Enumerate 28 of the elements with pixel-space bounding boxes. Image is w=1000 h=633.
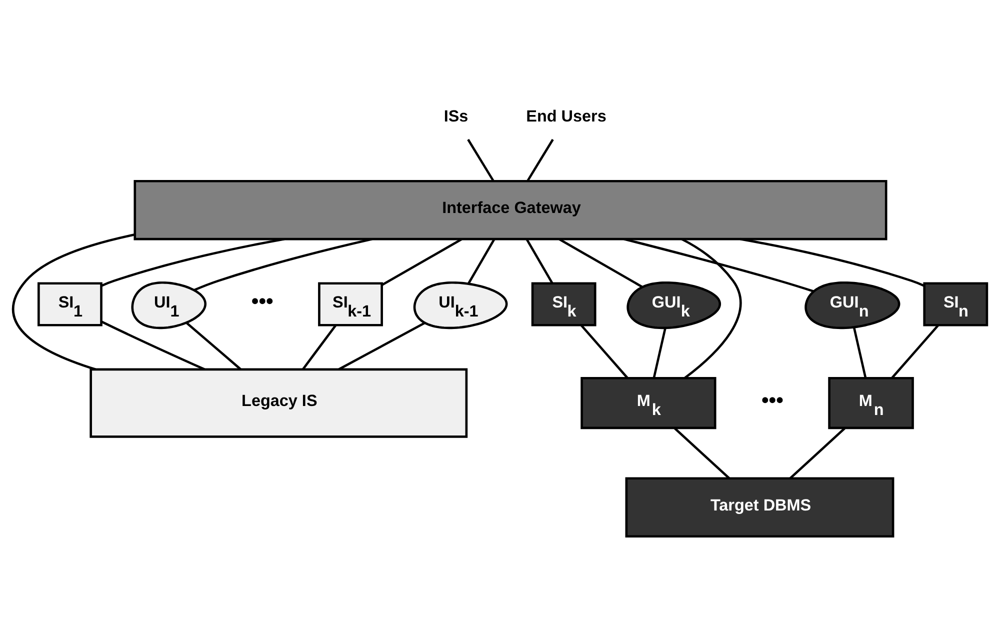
label: •••: [761, 388, 784, 412]
connector: [891, 324, 939, 378]
node-box: Target DBMS: [625, 476, 894, 538]
node-text: End Users: [526, 107, 606, 126]
connector: [467, 238, 496, 284]
label: •••: [251, 290, 274, 313]
node-box: Legacy IS: [90, 368, 468, 438]
connector: [526, 138, 554, 182]
connector: [580, 324, 628, 378]
connector: [789, 427, 846, 479]
connector: [624, 237, 814, 292]
connector: [526, 238, 554, 284]
connector: [302, 324, 337, 370]
connector: [381, 238, 462, 286]
connector: [681, 238, 742, 378]
connector: [652, 327, 666, 378]
connector: [338, 321, 426, 370]
connector: [674, 427, 730, 479]
connector: [194, 238, 372, 290]
connector: [558, 238, 643, 288]
connector: [12, 233, 135, 370]
node-text: ISs: [444, 107, 468, 126]
connector: [467, 138, 494, 182]
connector: [101, 320, 206, 370]
node-box: Interface Gateway: [134, 179, 888, 240]
connector: [852, 326, 867, 378]
connector: [101, 237, 285, 286]
connector: [186, 321, 242, 370]
